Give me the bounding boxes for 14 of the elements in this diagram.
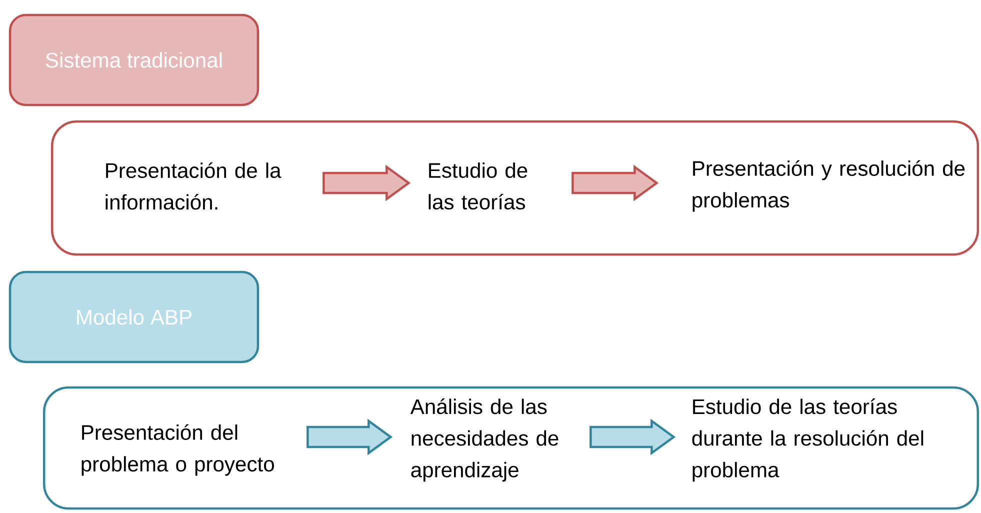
title-box: Sistema tradicional: [8, 14, 260, 106]
step-text: Presentación del problema o proyecto: [82, 424, 274, 476]
step-text: Estudio de las teorías durante la resolución del problema: [692, 398, 924, 482]
flow-panel: [42, 386, 980, 510]
title-box: Modelo ABP: [8, 270, 260, 364]
block-arrow: [572, 164, 659, 202]
step-text: Presentación y resolución de problemas: [692, 160, 965, 212]
block-arrow: [306, 418, 393, 456]
step-text: Presentación de la información.: [106, 162, 282, 210]
step-text: Análisis de las necesidades de aprendizaje: [410, 398, 558, 482]
block-arrow: [322, 164, 411, 202]
step-text: Estudio de las teorías: [428, 162, 528, 210]
block-arrow: [590, 418, 676, 456]
flow-panel: [50, 120, 980, 256]
